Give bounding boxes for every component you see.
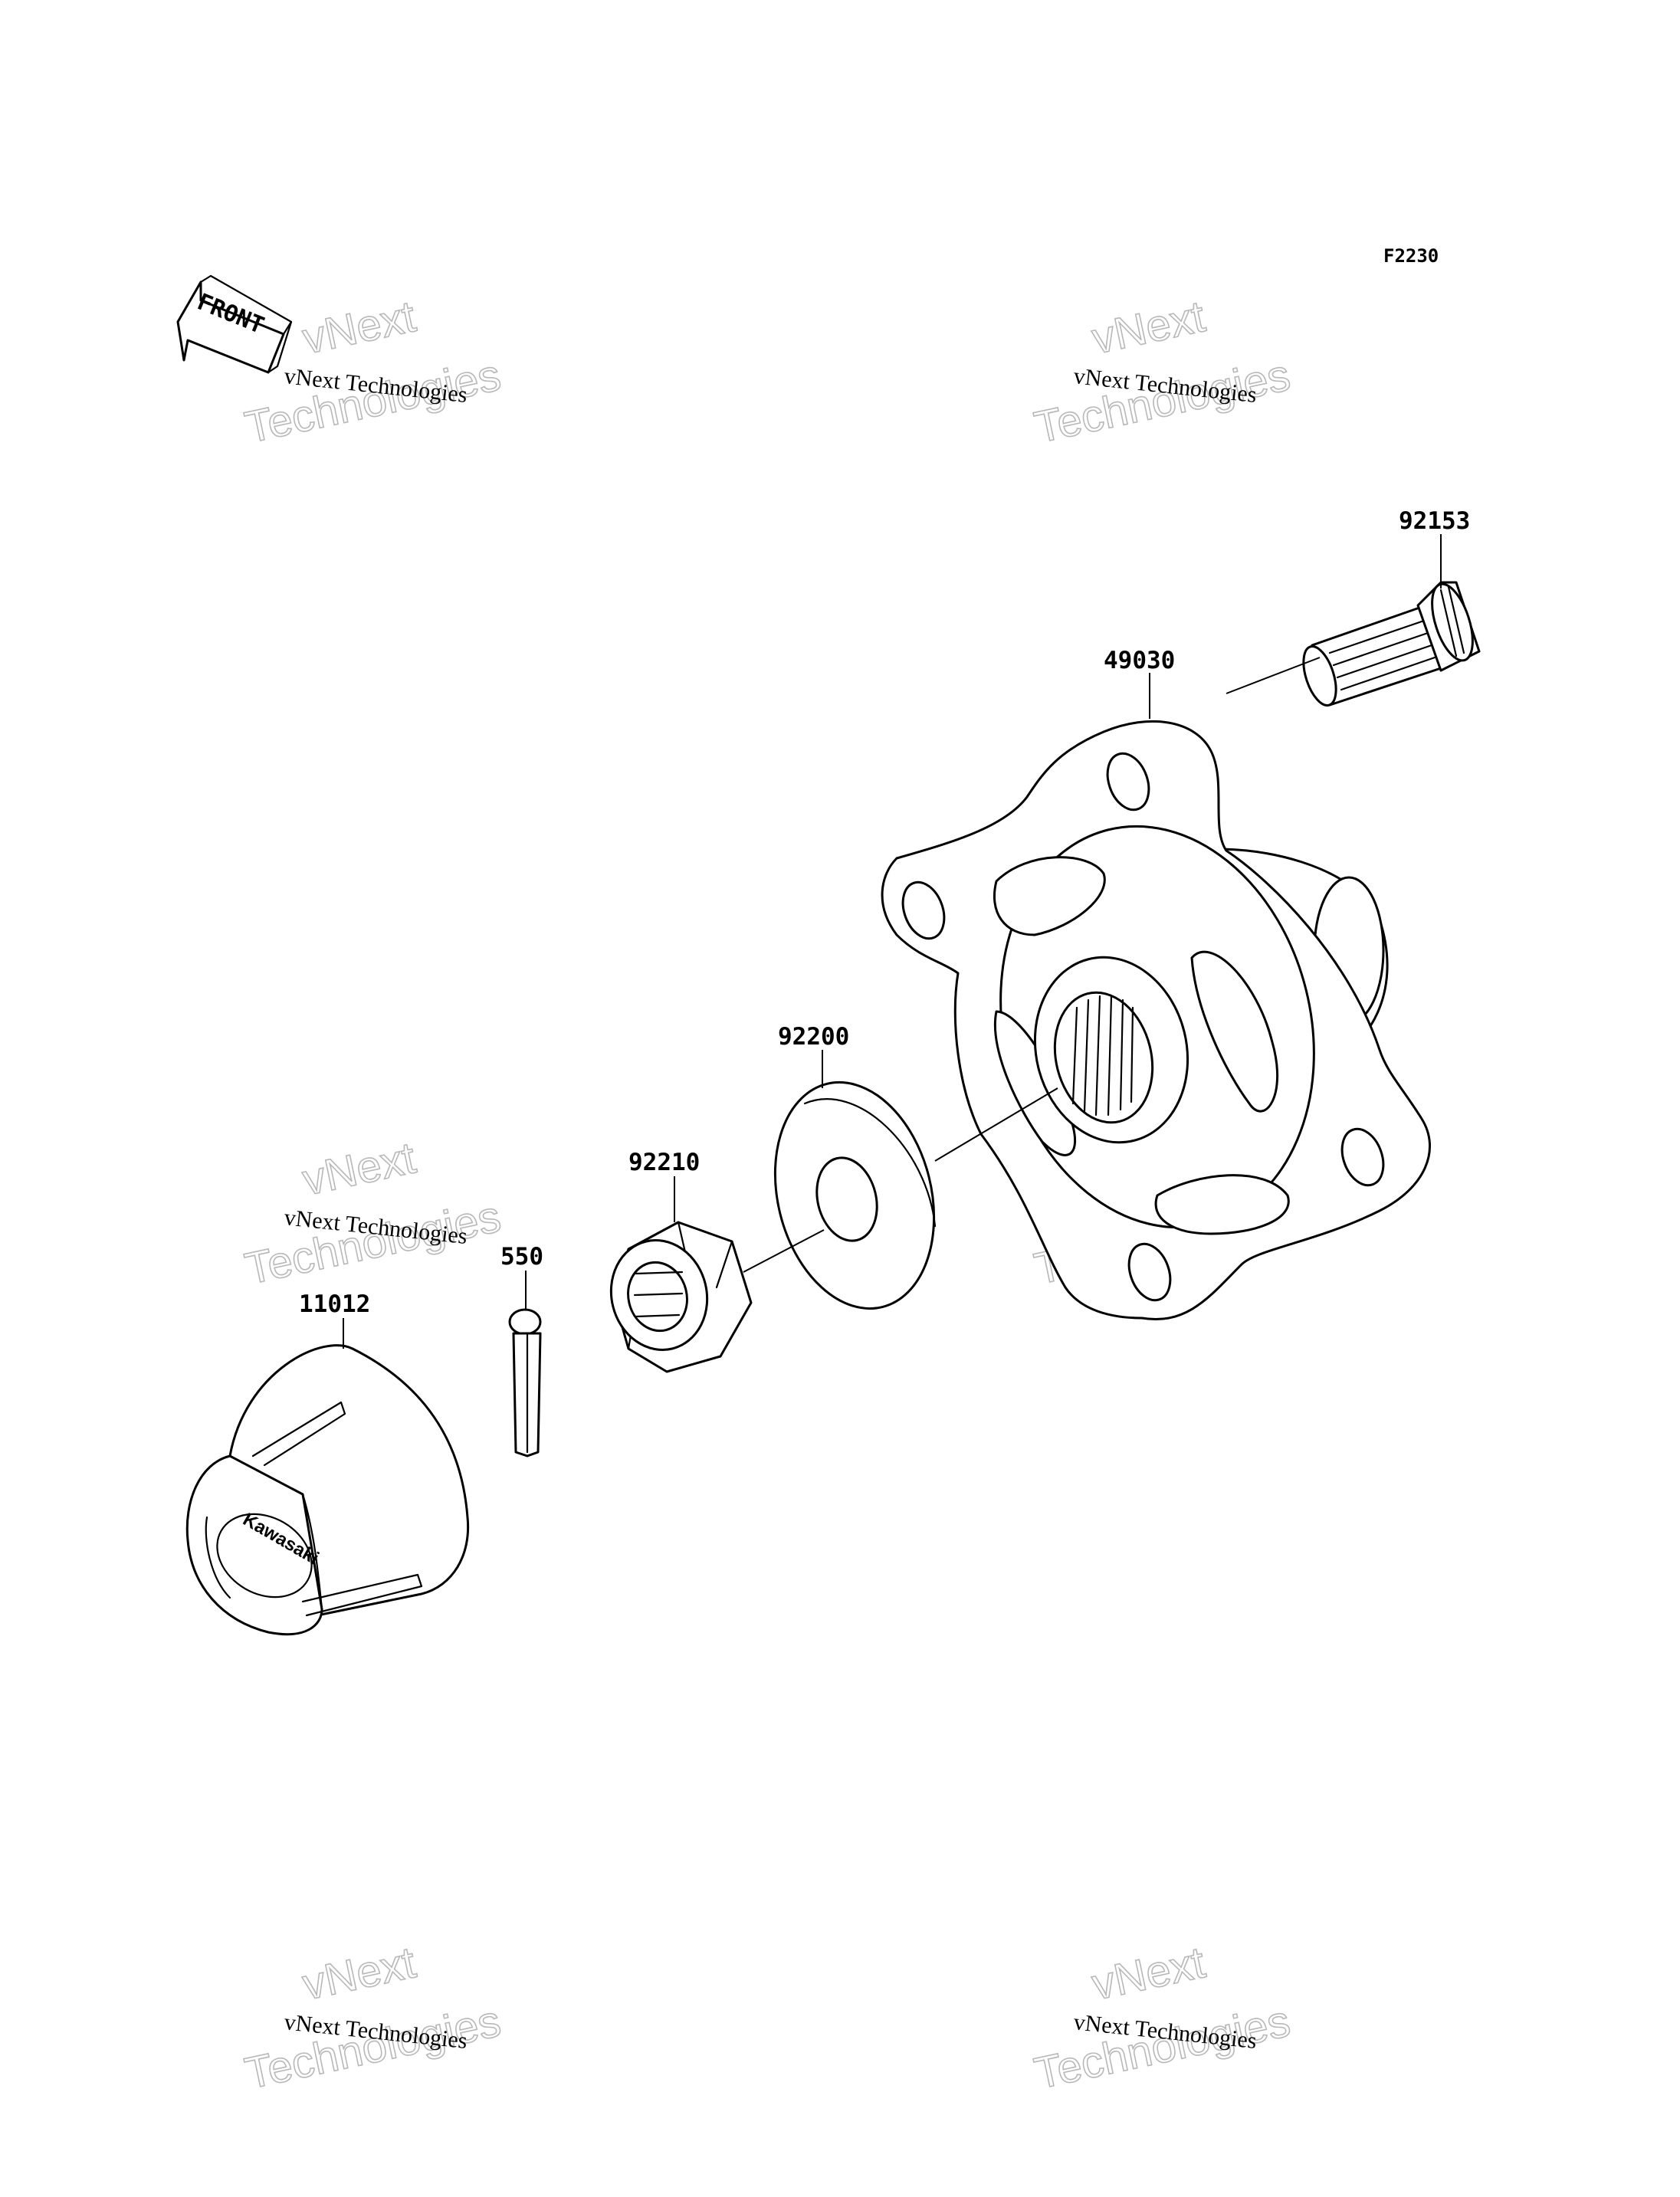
- watermark-top-right: vNext Technologies vNext Technologies: [1029, 291, 1294, 454]
- callout-49030: 49030: [1104, 647, 1175, 674]
- callout-92200: 92200: [778, 1023, 849, 1051]
- callout-92153: 92153: [1399, 507, 1470, 535]
- callout-11012: 11012: [299, 1290, 370, 1318]
- callout-92210: 92210: [628, 1149, 700, 1176]
- svg-text:vNext: vNext: [298, 1937, 420, 2009]
- watermark-mid-left: vNext Technologies vNext Technologies: [240, 1133, 505, 1295]
- svg-text:vNext: vNext: [1088, 291, 1209, 363]
- svg-text:vNext: vNext: [298, 1133, 420, 1205]
- callout-550: 550: [500, 1243, 543, 1271]
- figure-code: F2230: [1383, 245, 1439, 267]
- part-550-cotter-pin: [508, 1308, 542, 1458]
- part-11012-cap: Kawasaki: [185, 1344, 470, 1636]
- front-arrow-icon: FRONT: [176, 274, 293, 374]
- svg-text:vNext: vNext: [1088, 1937, 1209, 2009]
- part-49030-hub: [881, 720, 1431, 1320]
- part-92200-washer: [773, 1080, 937, 1310]
- svg-text:vNext: vNext: [298, 291, 420, 363]
- part-92210-nut: [609, 1221, 753, 1373]
- watermark-bottom-right: vNext Technologies vNext Technologies: [1029, 1937, 1294, 2100]
- part-92153-stud: [1302, 581, 1481, 707]
- leader-lines: [343, 534, 1442, 1349]
- watermark-bottom-left: vNext Technologies vNext Technologies: [240, 1937, 505, 2100]
